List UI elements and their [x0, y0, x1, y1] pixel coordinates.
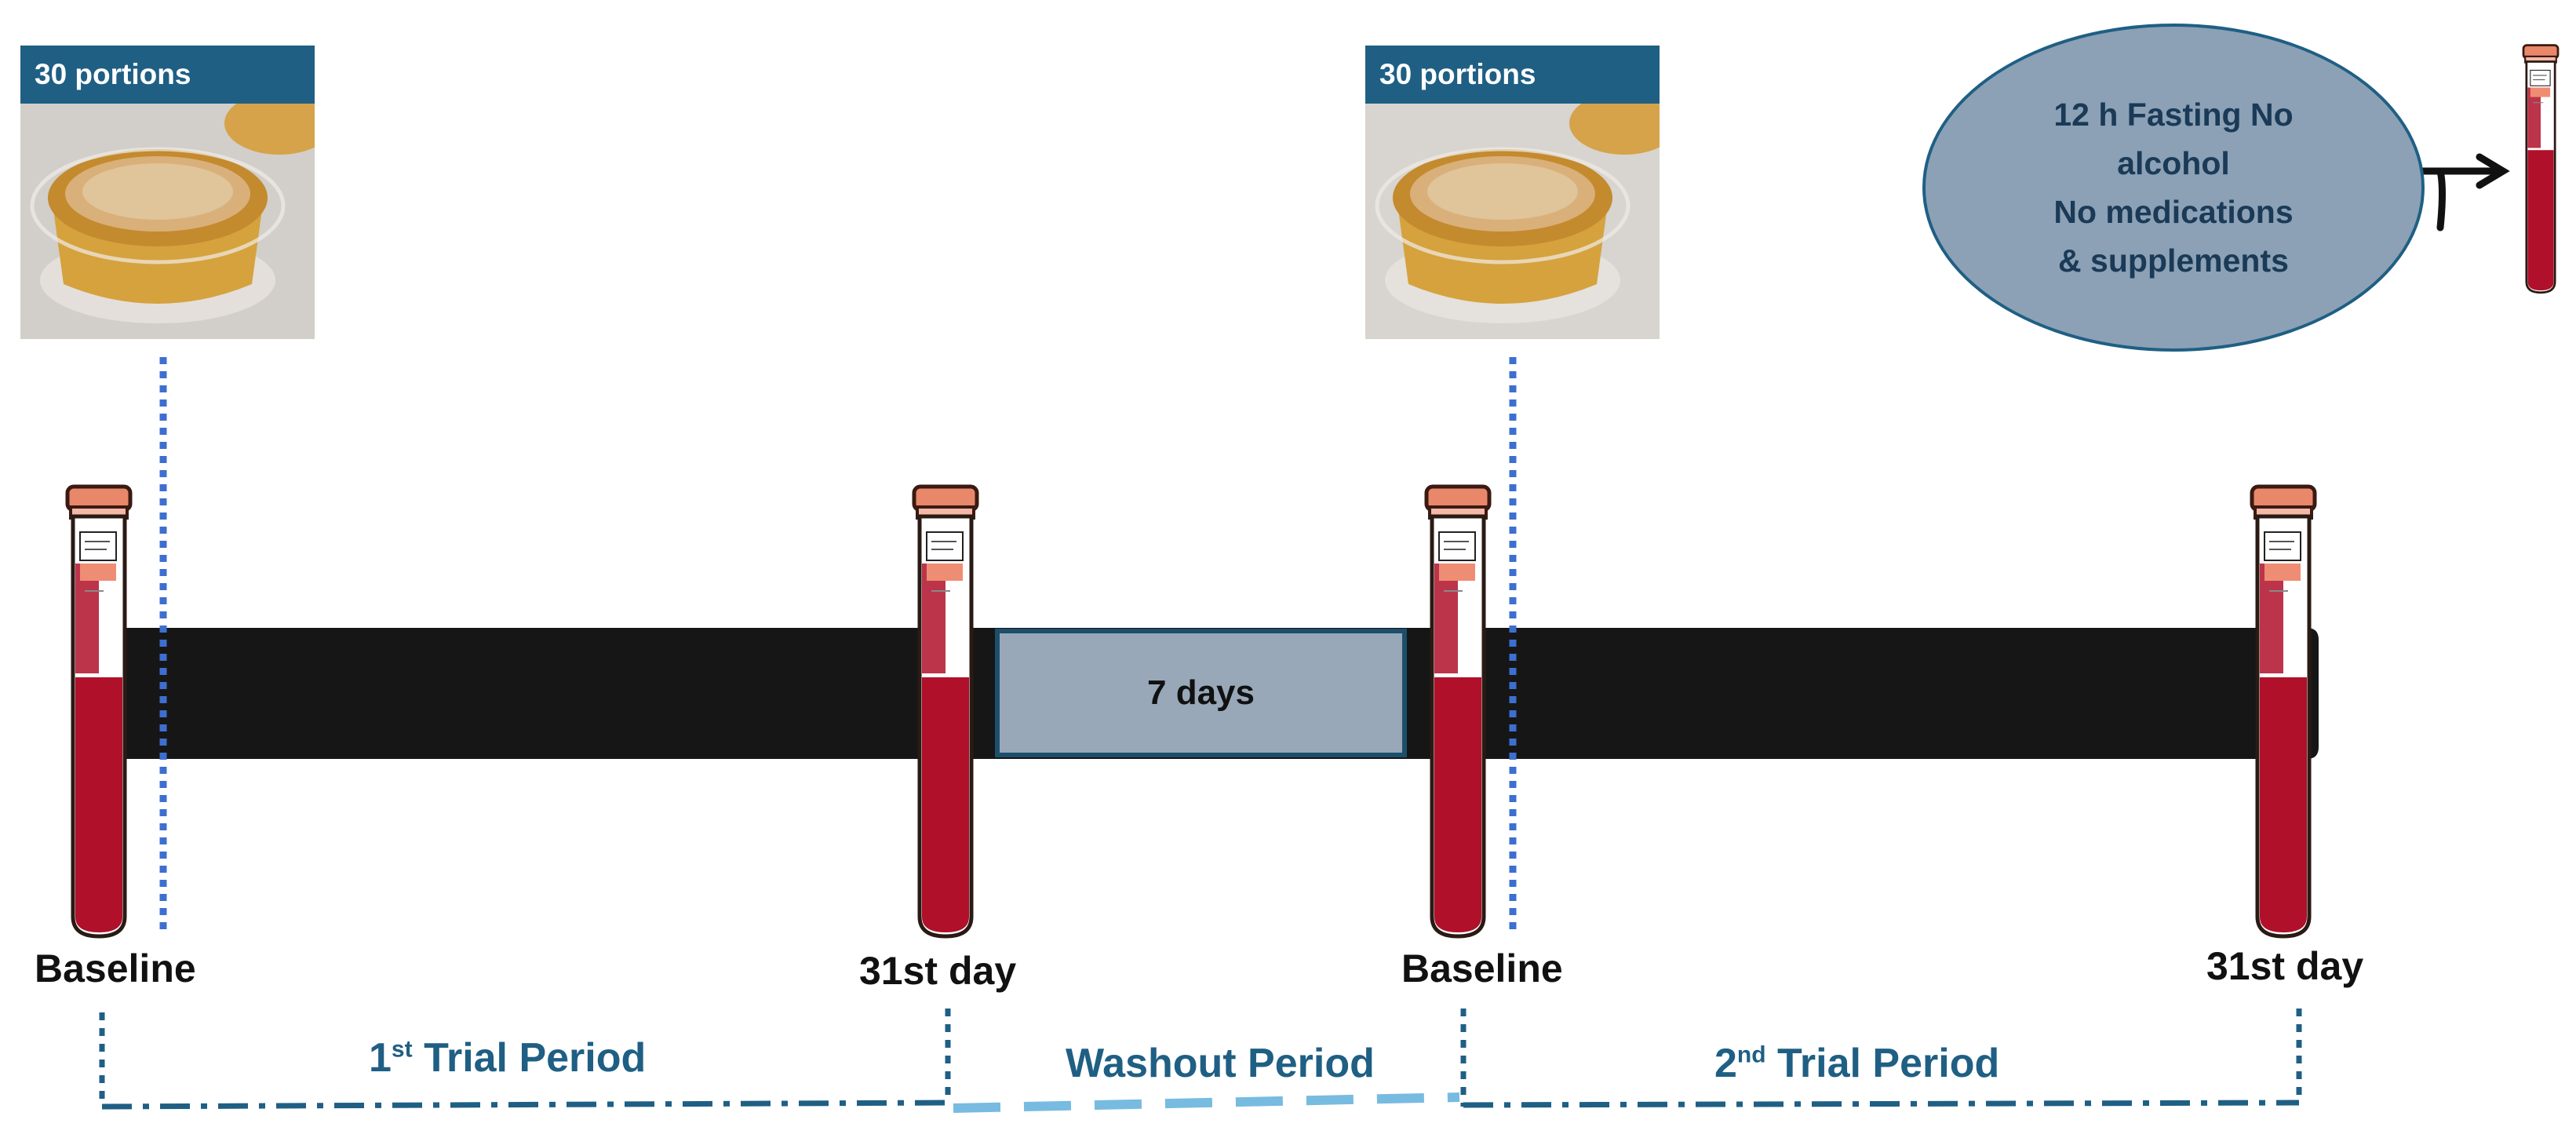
washout-dashed-line	[953, 1092, 1460, 1113]
timepoint-label-1: Baseline	[35, 947, 196, 990]
period-label-second: 2nd Trial Period	[1714, 1040, 1999, 1087]
fasting-line-1: 12 h Fasting No	[2053, 97, 2294, 133]
interval-label: 7 days	[1147, 673, 1255, 712]
timepoint-label-3: Baseline	[1401, 947, 1563, 990]
portion-card-1: 30 portions	[20, 46, 315, 339]
fasting-line-3: No medications	[2053, 194, 2294, 230]
period-label-first: 1st Trial Period	[369, 1034, 646, 1081]
food-cup-image	[20, 104, 315, 339]
portion-header: 30 portions	[1365, 46, 1660, 104]
ordinal-suffix: st	[391, 1036, 413, 1063]
timepoint-label-2: 31st day	[859, 949, 1017, 993]
period-label-washout: Washout Period	[1066, 1041, 1375, 1086]
bracket-1-line	[101, 1100, 949, 1110]
portion-header: 30 portions	[20, 46, 315, 104]
period-text: Trial Period	[1777, 1041, 2000, 1086]
interval-box: 7 days	[995, 629, 1407, 757]
blood-tube-icon	[2252, 487, 2315, 936]
blood-tube-icon	[67, 487, 130, 936]
blood-tube-icon	[1426, 487, 1489, 936]
fasting-line-4: & supplements	[2058, 243, 2289, 279]
ordinal: 1	[369, 1035, 392, 1081]
ordinal: 2	[1714, 1041, 1737, 1086]
ordinal-suffix: nd	[1736, 1041, 1766, 1068]
blood-tube-small-icon	[2522, 44, 2560, 294]
fasting-line-2: alcohol	[2117, 145, 2230, 181]
portion-card-2: 30 portions	[1365, 46, 1660, 339]
fasting-instructions-oval: 12 h Fasting No alcohol No medications &…	[1922, 24, 2425, 352]
food-cup-image	[1365, 104, 1660, 339]
period-text: Trial Period	[424, 1035, 647, 1081]
blood-tube-icon	[914, 487, 977, 936]
bracket-2-line	[1463, 1100, 2300, 1108]
timepoint-label-4: 31st day	[2206, 944, 2364, 988]
